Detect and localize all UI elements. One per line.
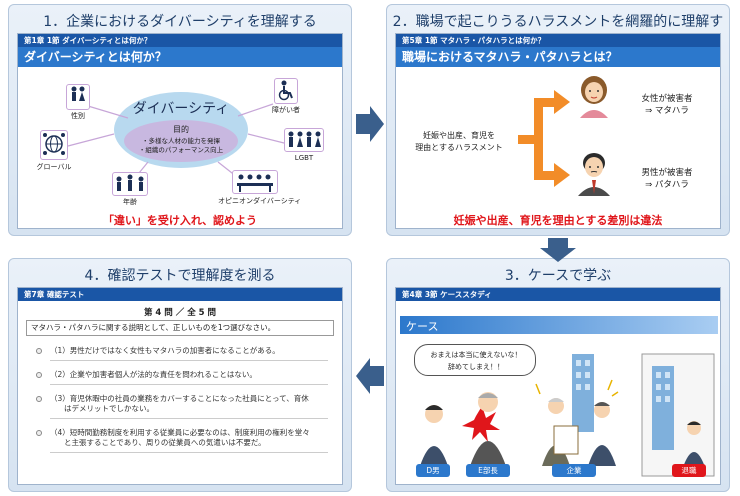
option-3[interactable]: （3）育児休暇中の社員の業務をカバーすることになった社員にとって、育休 はデメリ… — [36, 394, 328, 419]
globe-icon — [40, 130, 68, 160]
purpose-line-2: ・組織のパフォーマンス向上 — [138, 146, 224, 154]
label-e-manager: E部長 — [466, 464, 510, 477]
speech-line-2: 辞めてしまえ！！ — [448, 363, 504, 371]
woman-avatar — [574, 74, 614, 118]
option-4[interactable]: （4）短時間勤務制度を利用する従業員に必要なのは、制度利用の権利を堂々 と主張す… — [36, 428, 328, 453]
option-3-text-cont: はデメリットでしかない。 — [64, 404, 154, 413]
slide-case: 第4章 3節 ケーススタディ ケース おまえは本当に使えないな！ 辞めてしまえ！… — [395, 287, 721, 485]
label-company: 企業 — [552, 464, 596, 477]
age-icon — [112, 172, 148, 196]
radio-button[interactable] — [36, 396, 42, 402]
question-progress: 第 4 問 ／ 全 5 問 — [143, 308, 217, 318]
radio-button[interactable] — [36, 372, 42, 378]
lgbt-label: LGBT — [294, 154, 314, 162]
lgbt-icon — [284, 128, 324, 152]
question-text: マタハラ・パタハラに関する説明として、正しいものを1つ選びなさい。 — [26, 320, 334, 336]
case-label: ケース — [400, 316, 718, 334]
label-d-man: D男 — [416, 464, 450, 477]
meeting-icon — [232, 170, 278, 194]
option-4-text: （4）短時間勤務制度を利用する従業員に必要なのは、制度利用の権利を堂々 — [50, 428, 310, 437]
purpose-ellipse — [124, 120, 238, 162]
chapter-bar: 第4章 3節 ケーススタディ — [396, 288, 720, 301]
option-4-text-cont: と主張することであり、周りの従業員への気遣いは不要だ。 — [64, 438, 266, 447]
female-victim-1: 女性が被害者 — [641, 94, 693, 104]
panel-title: 1．企業におけるダイバーシティを理解する — [43, 14, 317, 30]
arrow-left-icon — [356, 358, 384, 394]
gender-icon — [66, 84, 90, 110]
harassment-def-1: 妊娠や出産、育児を — [423, 131, 495, 140]
radio-button[interactable] — [36, 348, 42, 354]
chapter-bar: 第1章 1節 ダイバーシティとは何か？ — [18, 34, 342, 47]
panel-test: 4．確認テストで理解度を測る 第7章 確認テスト 第 4 問 ／ 全 5 問 マ… — [8, 258, 352, 492]
panel-title: 3．ケースで学ぶ — [504, 268, 612, 284]
age-label: 年齢 — [123, 198, 137, 206]
option-1-text: （1）男性だけではなく女性もマタハラの加害者になることがある。 — [50, 346, 280, 355]
diversity-conclusion: 「違い」を受け入れ、認めよう — [102, 214, 258, 227]
option-2[interactable]: （2）企業や加害者個人が法的な責任を問われることはない。 — [36, 370, 328, 385]
harassment-conclusion: 妊娠や出産、育児を理由とする差別は違法 — [453, 214, 663, 227]
case-scene — [420, 353, 715, 477]
disability-label: 障がい者 — [272, 106, 300, 114]
speech-bubble — [414, 344, 536, 376]
purpose-line-1: ・多様な人材の能力を発揮 — [142, 137, 220, 145]
option-3-text: （3）育児休暇中の社員の業務をカバーすることになった社員にとって、育休 — [50, 394, 309, 403]
slide-diversity: 第1章 1節 ダイバーシティとは何か？ ダイバーシティとは何か？ ダイバーシティ… — [17, 33, 343, 229]
branch-arrow — [518, 90, 570, 187]
slide-test: 第7章 確認テスト 第 4 問 ／ 全 5 問 マタハラ・パタハラに関する説明と… — [17, 287, 343, 485]
panel-case: 3．ケースで学ぶ 第4章 3節 ケーススタディ ケース おまえは本当に使えないな… — [386, 258, 730, 492]
purpose-label: 目的 — [173, 125, 189, 134]
chapter-bar: 第7章 確認テスト — [18, 288, 342, 301]
slide-heading: 職場におけるマタハラ・パタハラとは？ — [396, 47, 720, 67]
gender-label: 性別 — [71, 112, 85, 120]
diversity-title: ダイバーシティ — [132, 101, 230, 117]
arrow-right-icon — [356, 106, 384, 142]
global-label: グローバル — [36, 163, 72, 171]
opinion-label: オピニオンダイバーシティ — [218, 197, 302, 205]
option-2-text: （2）企業や加害者個人が法的な責任を問われることはない。 — [50, 370, 257, 379]
slide-heading: ダイバーシティとは何か？ — [18, 47, 342, 67]
wheelchair-icon — [274, 78, 298, 104]
male-victim-1: 男性が被害者 — [641, 168, 693, 178]
option-1[interactable]: （1）男性だけではなく女性もマタハラの加害者になることがある。 — [36, 346, 328, 361]
radio-button[interactable] — [36, 430, 42, 436]
male-victim-2: ⇒ パタハラ — [645, 180, 689, 190]
panel-diversity: 1．企業におけるダイバーシティを理解する 第1章 1節 ダイバーシティとは何か？… — [8, 4, 352, 236]
label-retire: 退職 — [672, 464, 706, 477]
chapter-bar: 第5章 1節 マタハラ・パタハラとは何か？ — [396, 34, 720, 47]
panel-harassment: 2．職場で起こりうるハラスメントを網羅的に理解する 第5章 1節 マタハラ・パタ… — [386, 4, 730, 236]
speech-line-1: おまえは本当に使えないな！ — [430, 351, 522, 359]
female-victim-2: ⇒ マタハラ — [645, 106, 689, 116]
arrow-down-icon — [540, 238, 576, 262]
harassment-def-2: 理由とするハラスメント — [415, 143, 503, 152]
man-avatar — [574, 150, 614, 196]
slide-harassment: 第5章 1節 マタハラ・パタハラとは何か？ 職場におけるマタハラ・パタハラとは？… — [395, 33, 721, 229]
panel-title: 4．確認テストで理解度を測る — [84, 268, 276, 284]
